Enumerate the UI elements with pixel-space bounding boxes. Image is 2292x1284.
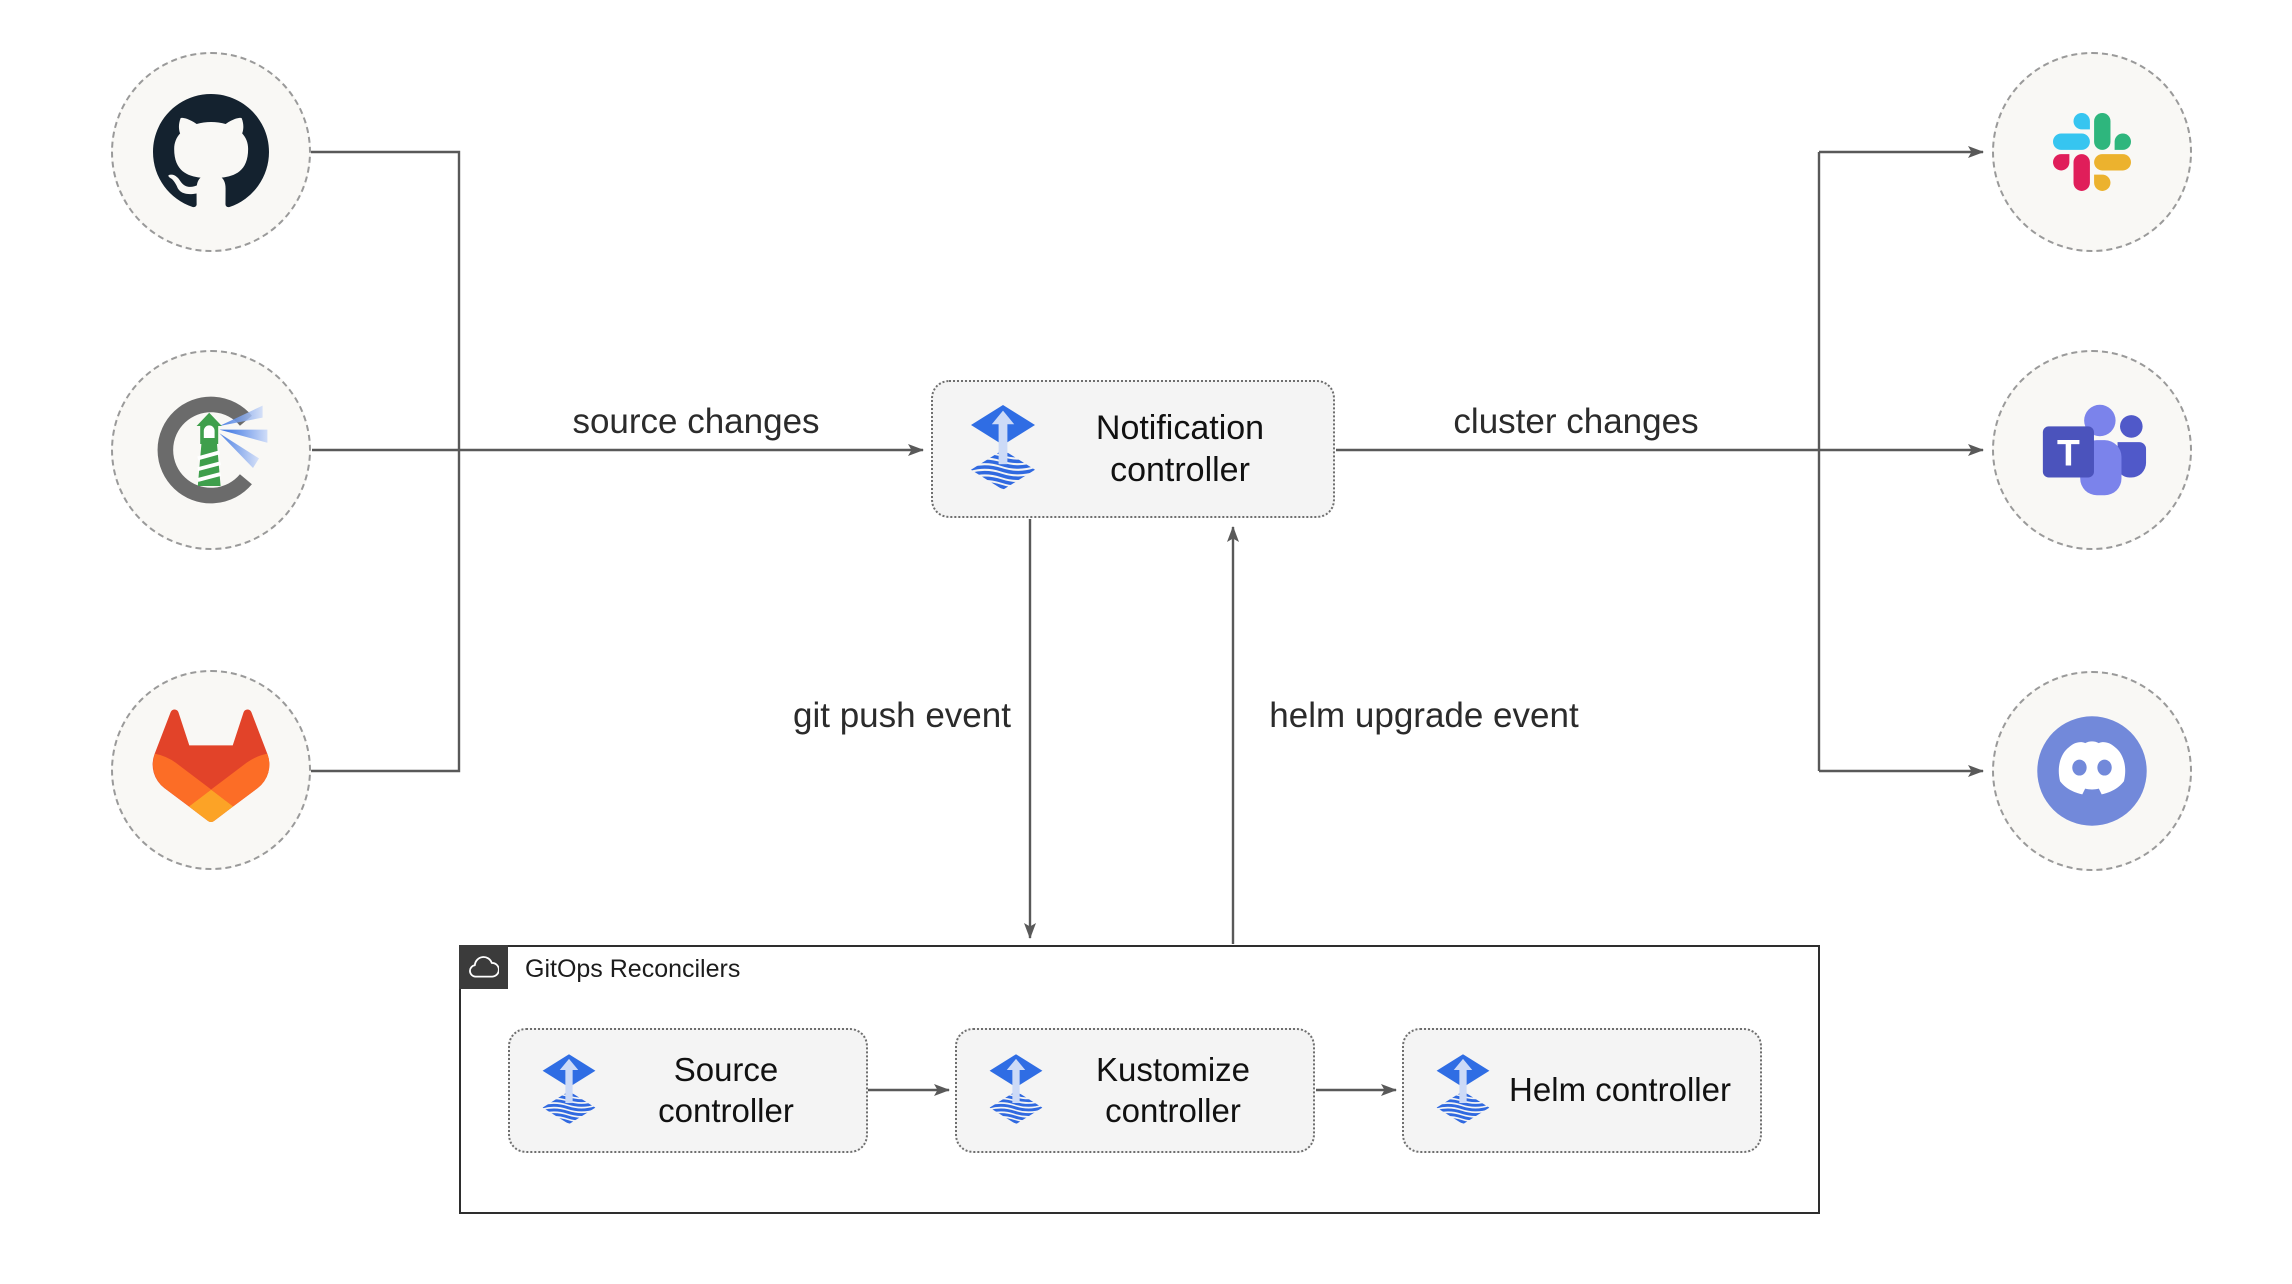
gitlab-icon bbox=[152, 709, 270, 822]
edge-label-source-changes: source changes bbox=[572, 402, 820, 441]
source-node-github bbox=[111, 52, 311, 252]
slack-icon bbox=[2053, 113, 2131, 191]
edge-label-cluster-changes: cluster changes bbox=[1453, 402, 1699, 441]
source-controller-label: Source controller bbox=[658, 1050, 794, 1129]
gitops-reconcilers-group: GitOps Reconcilers bbox=[458, 944, 1820, 1214]
flux-icon bbox=[963, 394, 1043, 504]
flux-icon bbox=[983, 1045, 1049, 1136]
helm-controller-label: Helm controller bbox=[1509, 1071, 1731, 1109]
notification-controller-node: Notification controller bbox=[931, 380, 1335, 518]
target-node-teams: T bbox=[1992, 350, 2192, 550]
github-icon bbox=[153, 94, 269, 208]
flux-icon bbox=[1430, 1045, 1496, 1136]
helm-controller-node: Helm controller bbox=[1402, 1028, 1762, 1153]
discord-icon bbox=[2037, 716, 2147, 826]
teams-letter: T bbox=[2057, 432, 2080, 474]
gitops-group-title: GitOps Reconcilers bbox=[525, 955, 741, 983]
target-node-discord bbox=[1992, 671, 2192, 871]
source-controller-node: Source controller bbox=[508, 1028, 868, 1153]
harbor-icon bbox=[157, 396, 268, 504]
teams-icon: T bbox=[2042, 404, 2147, 496]
source-node-harbor bbox=[111, 350, 311, 550]
flux-icon bbox=[536, 1045, 602, 1136]
target-node-slack bbox=[1992, 52, 2192, 252]
kustomize-controller-node: Kustomize controller bbox=[955, 1028, 1315, 1153]
edge-label-helm-upgrade-event: helm upgrade event bbox=[1269, 696, 1579, 735]
cloud-icon bbox=[469, 955, 499, 977]
source-node-gitlab bbox=[111, 670, 311, 870]
edge-label-git-push-event: git push event bbox=[793, 696, 1011, 735]
kustomize-controller-label: Kustomize controller bbox=[1095, 1050, 1251, 1129]
gitops-group-header bbox=[458, 944, 508, 989]
edge-left-bracket bbox=[311, 150, 461, 773]
notification-controller-label: Notification controller bbox=[1095, 408, 1265, 489]
